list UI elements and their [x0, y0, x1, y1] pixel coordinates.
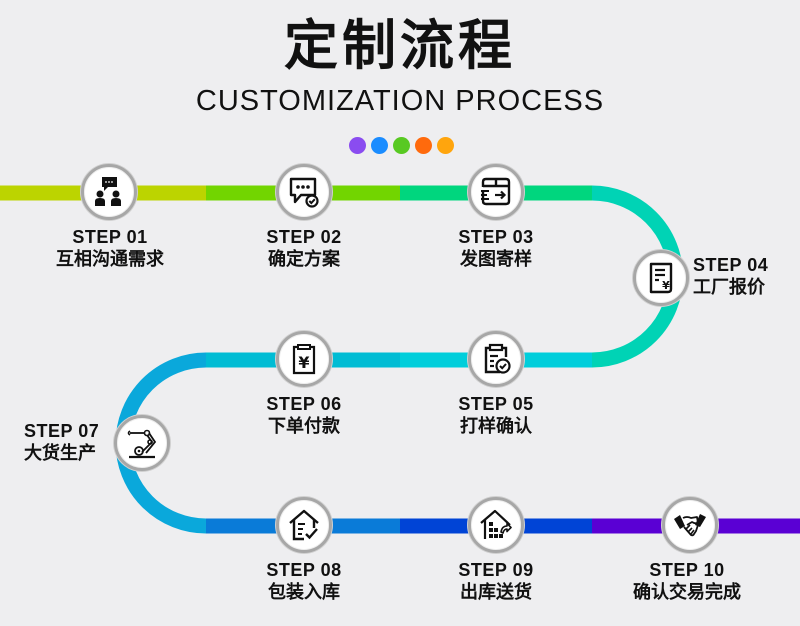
step-number: STEP 06 [266, 394, 342, 414]
step-number: STEP 10 [649, 560, 725, 580]
step-10-label: STEP 10 确认交易完成 [612, 559, 762, 605]
step-07-label: STEP 07 大货生产 [24, 420, 124, 466]
dot-blue [371, 137, 388, 154]
step-title: 出库送货 [460, 582, 532, 603]
step-title: 互相沟通需求 [56, 249, 164, 270]
step-title: 包装入库 [268, 582, 340, 603]
step-title: 大货生产 [24, 443, 96, 464]
handshake-icon [674, 514, 706, 537]
quote-document-icon: ¥ [649, 262, 673, 294]
step-04-label: STEP 04 工厂报价 [693, 254, 793, 300]
clipboard-check-icon [484, 343, 511, 374]
svg-text:¥: ¥ [298, 353, 309, 372]
step-number: STEP 05 [458, 394, 534, 414]
step-title: 确定方案 [268, 249, 340, 270]
step-number: STEP 01 [72, 227, 148, 247]
dot-green [393, 137, 410, 154]
step-05-label: STEP 05 打样确认 [426, 393, 566, 439]
step-08-label: STEP 08 包装入库 [234, 559, 374, 605]
step-number: STEP 04 [693, 255, 769, 275]
decorative-dots [349, 137, 454, 154]
dot-purple [349, 137, 366, 154]
step-title: 确认交易完成 [633, 582, 741, 603]
step-number: STEP 03 [458, 227, 534, 247]
shipping-box-icon [481, 177, 511, 206]
payment-clipboard-icon: ¥ [292, 344, 316, 375]
step-06-node: ¥ [276, 331, 332, 387]
step-06-label: STEP 06 下单付款 [234, 393, 374, 439]
step-10-node [662, 497, 718, 553]
dot-orange [415, 137, 432, 154]
step-title: 打样确认 [460, 416, 532, 437]
warehouse-check-icon [289, 509, 319, 541]
step-02-node [276, 164, 332, 220]
chat-check-icon [289, 177, 319, 208]
step-04-node: ¥ [633, 250, 689, 306]
step-title: 下单付款 [268, 416, 340, 437]
step-title: 发图寄样 [460, 249, 532, 270]
step-09-node [468, 497, 524, 553]
communication-icon [95, 177, 121, 206]
step-01-label: STEP 01 互相沟通需求 [40, 226, 180, 272]
step-09-label: STEP 09 出库送货 [426, 559, 566, 605]
step-02-label: STEP 02 确定方案 [234, 226, 374, 272]
step-01-node [81, 164, 137, 220]
step-number: STEP 02 [266, 227, 342, 247]
warehouse-delivery-icon [480, 509, 512, 539]
page-subtitle: CUSTOMIZATION PROCESS [195, 85, 605, 117]
step-number: STEP 08 [266, 560, 342, 580]
step-title: 工厂报价 [693, 277, 765, 298]
svg-text:¥: ¥ [662, 279, 670, 292]
robot-arm-icon [127, 429, 157, 459]
step-03-node [468, 164, 524, 220]
step-07-node [114, 415, 170, 471]
page-title: 定制流程 [284, 14, 516, 77]
step-03-label: STEP 03 发图寄样 [426, 226, 566, 272]
step-number: STEP 09 [458, 560, 534, 580]
dot-yellow [437, 137, 454, 154]
step-08-node [276, 497, 332, 553]
step-05-node [468, 331, 524, 387]
step-number: STEP 07 [24, 421, 100, 441]
